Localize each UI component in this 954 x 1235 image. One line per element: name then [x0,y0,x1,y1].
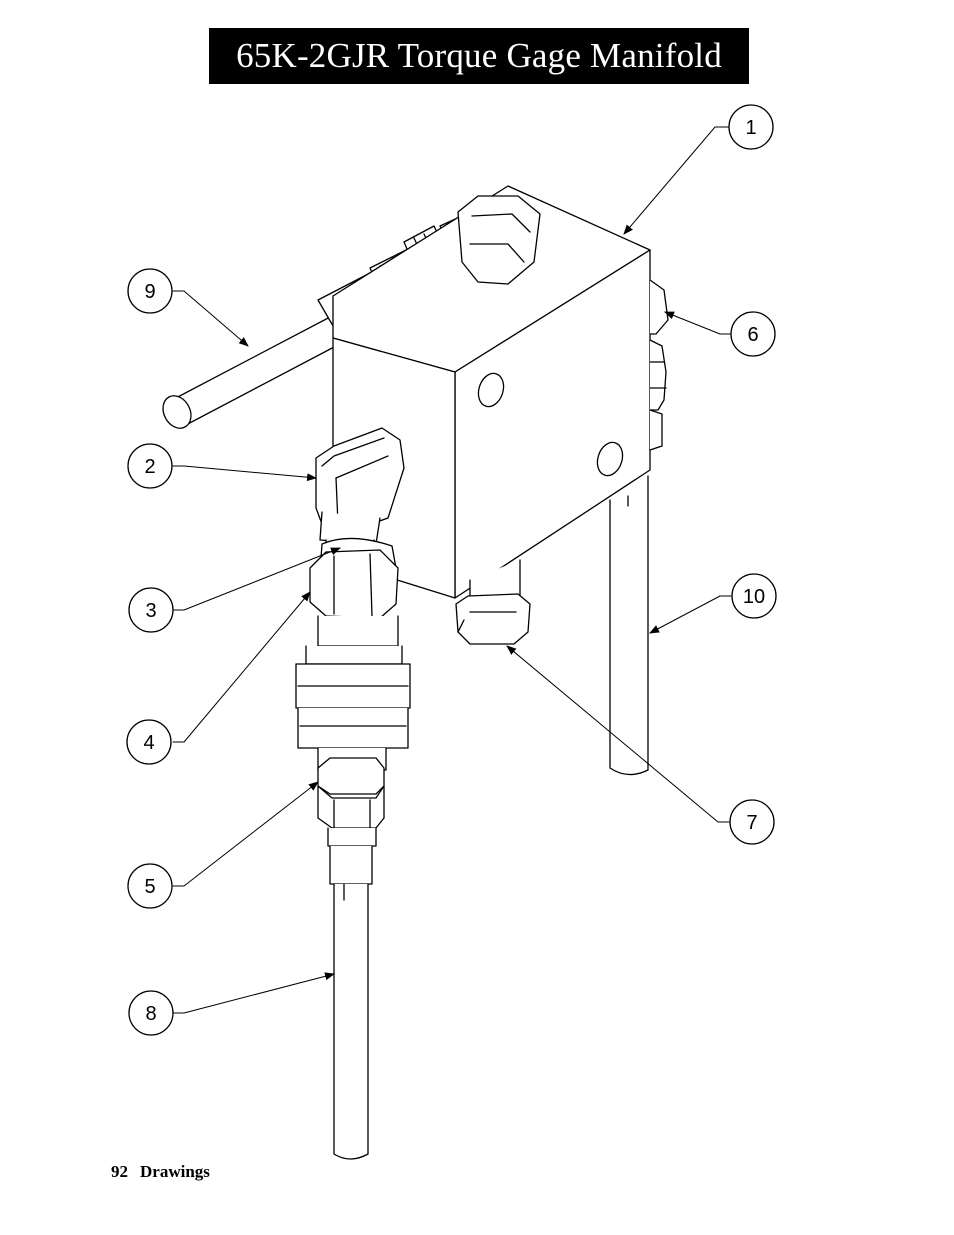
balloon-2: 2 [127,443,173,489]
title-bar: 65K-2GJR Torque Gage Manifold [209,28,749,84]
svg-text:10: 10 [743,586,765,608]
fitting-part-5 [317,757,385,847]
svg-text:1: 1 [745,117,756,139]
svg-text:3: 3 [145,600,156,622]
pipe-part-8 [329,845,373,1160]
adapter-part-3 [309,537,399,619]
side-fitting-part-6 [649,279,669,451]
svg-text:5: 5 [144,876,155,898]
top-elbow-fitting [457,195,541,285]
section-name: Drawings [140,1162,210,1181]
balloon-8: 8 [128,990,174,1036]
balloon-10: 10 [731,573,777,619]
page-title: 65K-2GJR Torque Gage Manifold [236,36,722,75]
balloon-7: 7 [729,799,775,845]
balloon-3: 3 [128,587,174,633]
balloon-5: 5 [127,863,173,909]
svg-text:7: 7 [746,812,757,834]
bottom-nut-part-7 [455,559,531,645]
svg-text:4: 4 [143,732,154,754]
balloon-1: 1 [728,104,774,150]
balloon-9: 9 [127,268,173,314]
elbow-part-2 [315,427,405,545]
svg-text:6: 6 [747,324,758,346]
balloon-4: 4 [126,719,172,765]
leader-lines [172,126,732,1014]
page-number: 92 [111,1162,128,1181]
coupler-part-4 [295,615,411,771]
svg-text:8: 8 [145,1003,156,1025]
pipe-part-10 [609,475,649,776]
svg-text:9: 9 [144,281,155,303]
svg-text:2: 2 [144,456,155,478]
page-footer: 92 Drawings [111,1162,210,1182]
balloon-6: 6 [730,311,776,357]
